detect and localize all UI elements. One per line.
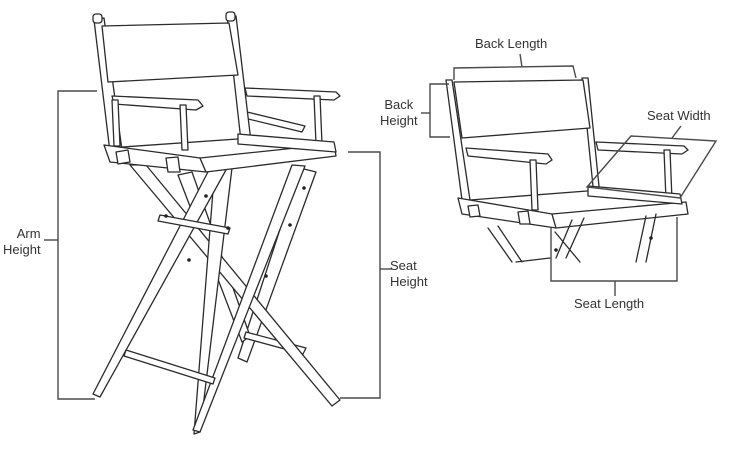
back-height-label: Back Height — [380, 97, 418, 128]
seat-width-label: Seat Width — [647, 108, 711, 123]
right-dimension-lines — [421, 53, 718, 296]
right-chair — [445, 77, 689, 263]
seat-height-label: Seat Height — [390, 258, 428, 289]
seat-length-label: Seat Length — [574, 296, 645, 311]
back-length-label: Back Length — [475, 36, 548, 51]
left-chair — [92, 11, 341, 435]
left-dimension-lines — [44, 90, 392, 400]
arm-height-label: Arm Height — [3, 226, 41, 257]
